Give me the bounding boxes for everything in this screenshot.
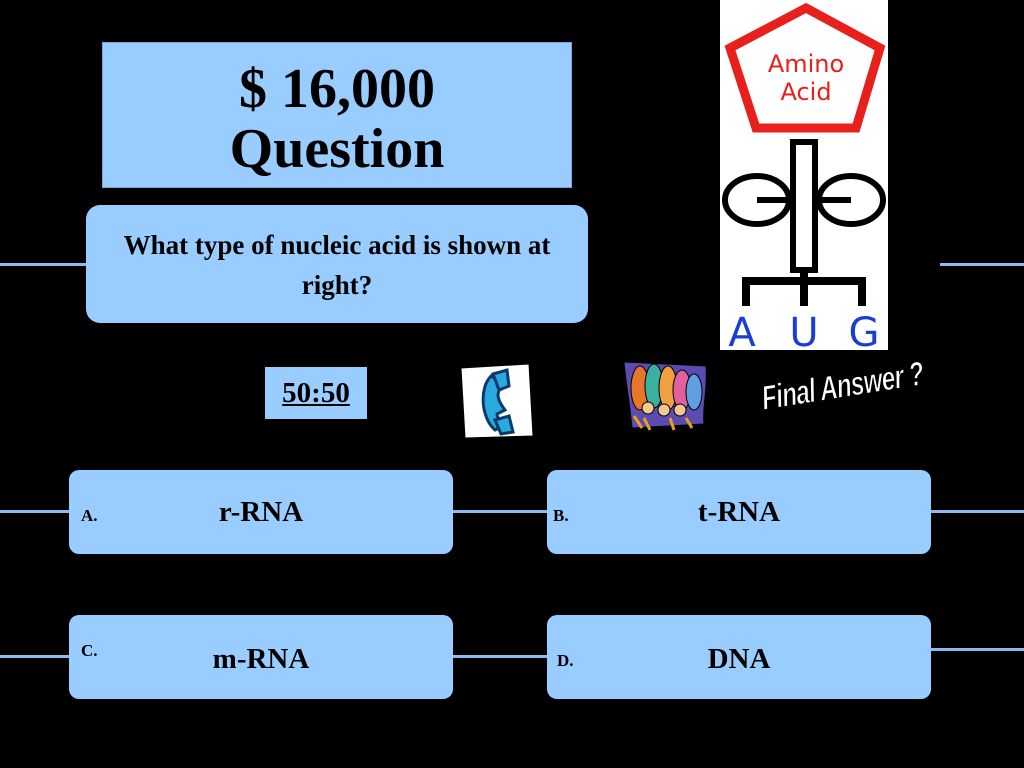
connector-line-cd-middle (453, 655, 547, 658)
answer-text: t-RNA (697, 496, 781, 528)
trna-diagram: Amino Acid A U G (720, 0, 888, 356)
question-text: What type of nucleic acid is shown at ri… (123, 230, 551, 300)
connector-line-cd-left (0, 655, 69, 658)
codon-letter-g: G (849, 310, 880, 350)
answer-text: m-RNA (212, 643, 310, 675)
prize-label: Question (229, 118, 445, 180)
connector-line-cd-right (931, 648, 1024, 651)
question-box: What type of nucleic acid is shown at ri… (86, 205, 588, 323)
answer-text: DNA (707, 643, 771, 675)
fifty-fifty-lifeline-button[interactable]: 50:50 (265, 367, 367, 419)
final-answer-button[interactable]: Final Answer ? (758, 354, 927, 418)
connector-line-question-left (0, 263, 86, 266)
amino-label-line2: Acid (780, 78, 831, 106)
prize-amount: $ 16,000 (239, 58, 435, 120)
trna-stem (790, 139, 818, 273)
prize-title-box: $ 16,000 Question (102, 42, 572, 188)
answer-letter: A. (81, 506, 98, 525)
connector-line-question-right (940, 263, 1024, 266)
codon-letter-a: A (728, 310, 756, 350)
connector-line-ab-left (0, 510, 69, 513)
answer-option-d[interactable]: D. DNA (547, 615, 931, 699)
answer-text: r-RNA (218, 496, 304, 528)
codon-letter-u: U (789, 310, 818, 350)
answer-option-c[interactable]: C. m-RNA (69, 615, 453, 699)
connector-line-ab-right (931, 510, 1024, 513)
amino-acid-pentagon (724, 2, 886, 133)
answer-letter: C. (81, 641, 98, 660)
answer-letter: B. (553, 506, 569, 525)
phone-a-friend-icon[interactable] (457, 362, 535, 440)
answer-letter: D. (557, 651, 574, 670)
answer-option-b[interactable]: B. t-RNA (547, 470, 931, 554)
amino-label-line1: Amino (768, 50, 844, 78)
trna-diagram-drawing: Amino Acid A U G (722, 2, 886, 356)
answer-option-a[interactable]: A. r-RNA (69, 470, 453, 554)
connector-line-ab-middle (453, 510, 547, 513)
ask-the-audience-icon[interactable] (622, 358, 710, 434)
